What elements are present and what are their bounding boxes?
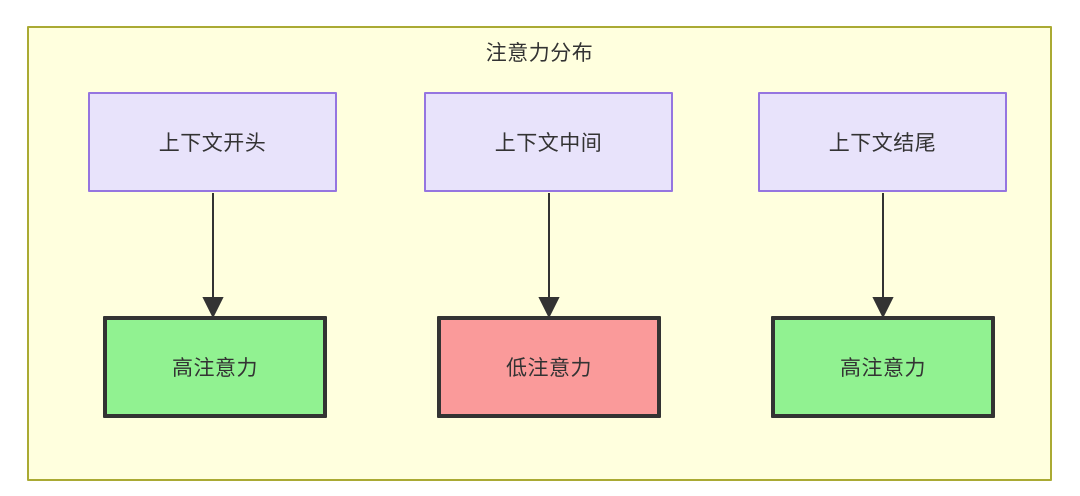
node-label: 低注意力 [506,357,592,380]
node-low-attention-middle[interactable]: 低注意力 [437,316,661,418]
subgraph-title: 注意力分布 [485,42,594,65]
node-label: 上下文中间 [494,132,603,155]
node-label: 高注意力 [172,357,258,380]
node-context-end[interactable]: 上下文结尾 [758,92,1007,192]
node-context-start[interactable]: 上下文开头 [88,92,337,192]
node-label: 高注意力 [840,357,926,380]
node-label: 上下文开头 [158,132,267,155]
node-high-attention-start[interactable]: 高注意力 [103,316,327,418]
node-label: 上下文结尾 [828,132,937,155]
node-context-middle[interactable]: 上下文中间 [424,92,673,192]
node-high-attention-end[interactable]: 高注意力 [771,316,995,418]
